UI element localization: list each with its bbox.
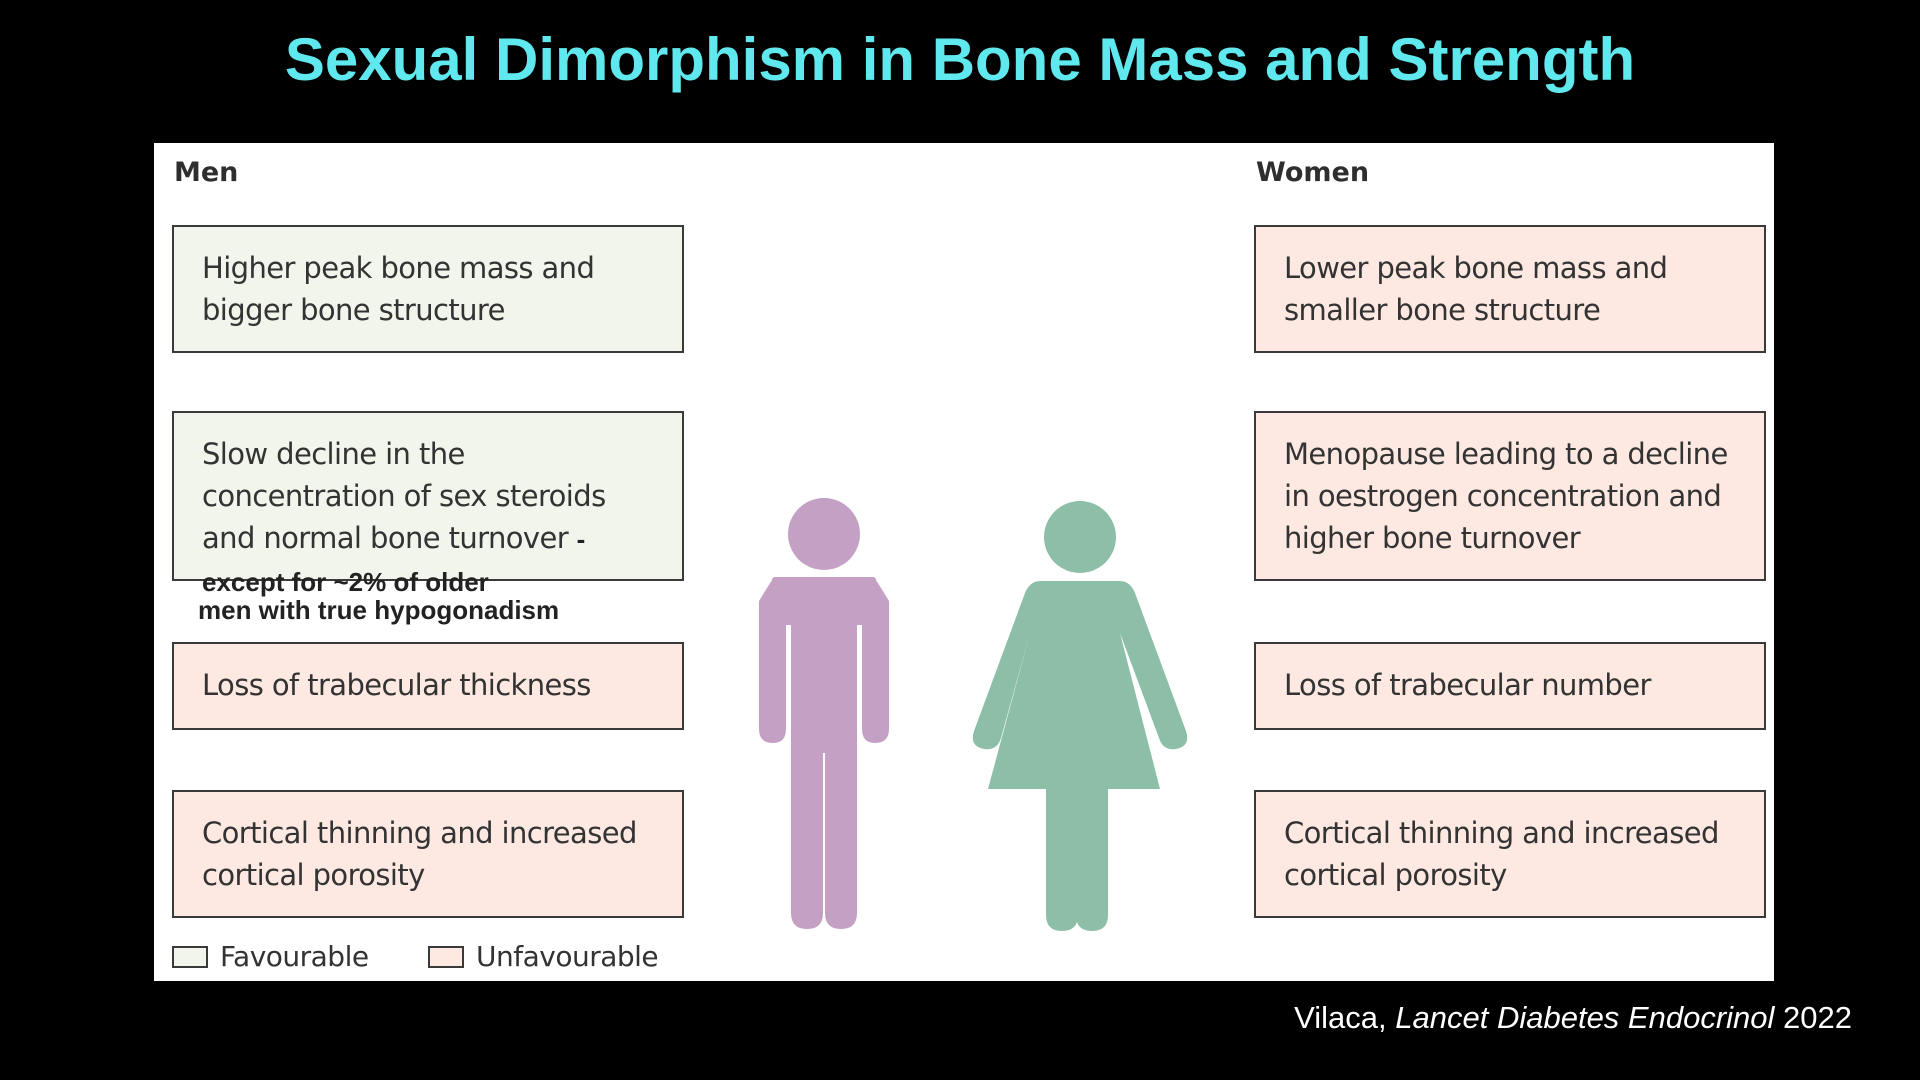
diagram-panel: Men Women Higher peak bone mass and bigg… — [154, 143, 1774, 981]
men-box-text: Cortical thinning and increased cortical… — [202, 816, 637, 892]
women-box-text: Menopause leading to a decline in oestro… — [1284, 437, 1728, 555]
legend-label: Favourable — [220, 940, 369, 973]
citation: Vilaca, Lancet Diabetes Endocrinol 2022 — [1294, 1000, 1852, 1036]
women-box-text: Cortical thinning and increased cortical… — [1284, 816, 1719, 892]
women-heading: Women — [1256, 157, 1370, 188]
men-box-note-continued: men with true hypogonadism — [198, 595, 560, 625]
citation-year: 2022 — [1783, 1000, 1852, 1035]
women-box-text: Lower peak bone mass and smaller bone st… — [1284, 251, 1668, 327]
favourable-swatch — [172, 945, 208, 968]
women-box-cortical-thinning: Cortical thinning and increased cortical… — [1254, 790, 1766, 918]
men-heading: Men — [174, 157, 239, 188]
men-box-peak-bone-mass: Higher peak bone mass and bigger bone st… — [172, 225, 684, 353]
slide-title: Sexual Dimorphism in Bone Mass and Stren… — [284, 26, 1636, 93]
women-box-peak-bone-mass: Lower peak bone mass and smaller bone st… — [1254, 225, 1766, 353]
unfavourable-swatch — [428, 945, 464, 968]
men-box-sex-steroids: Slow decline in the concentration of sex… — [172, 411, 684, 625]
men-box-text: Slow decline in the concentration of sex… — [202, 437, 606, 555]
figures-illustration — [759, 498, 1188, 931]
men-box-cortical-thinning: Cortical thinning and increased cortical… — [172, 790, 684, 918]
men-box-trabecular-thickness: Loss of trabecular thickness — [172, 642, 684, 730]
men-box-text: Loss of trabecular thickness — [202, 668, 591, 702]
men-box-text: Higher peak bone mass and bigger bone st… — [202, 251, 595, 327]
citation-author: Vilaca, — [1294, 1000, 1387, 1035]
man-icon — [759, 498, 889, 929]
legend-label: Unfavourable — [476, 940, 659, 973]
women-box-text: Loss of trabecular number — [1284, 668, 1651, 702]
women-box-trabecular-number: Loss of trabecular number — [1254, 642, 1766, 730]
woman-icon — [972, 501, 1188, 931]
citation-journal: Lancet Diabetes Endocrinol — [1395, 1000, 1775, 1035]
legend-unfavourable: Unfavourable — [428, 940, 659, 973]
women-box-menopause: Menopause leading to a decline in oestro… — [1254, 411, 1766, 581]
men-box-note: - except for ~2% of older — [202, 524, 586, 597]
legend-favourable: Favourable — [172, 940, 369, 973]
